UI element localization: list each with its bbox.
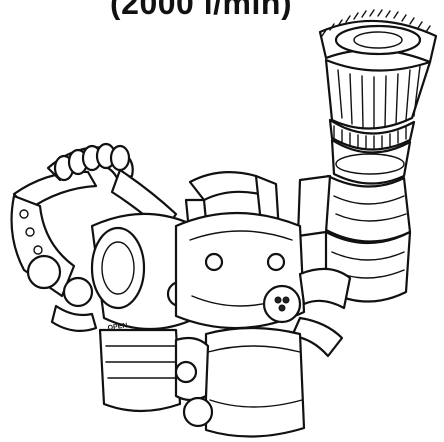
handle-grip — [53, 142, 131, 182]
nozzle-barrel — [324, 58, 432, 185]
wye-body — [174, 171, 352, 358]
nozzle-bumper-ring — [318, 9, 438, 64]
open-label: OPEN — [107, 322, 128, 332]
left-gated-outlet: OPEN — [26, 212, 198, 413]
fog-nozzle — [318, 9, 438, 185]
inlet-coupling — [174, 326, 306, 438]
flow-rate-heading: (2000 l/min) — [110, 0, 293, 20]
